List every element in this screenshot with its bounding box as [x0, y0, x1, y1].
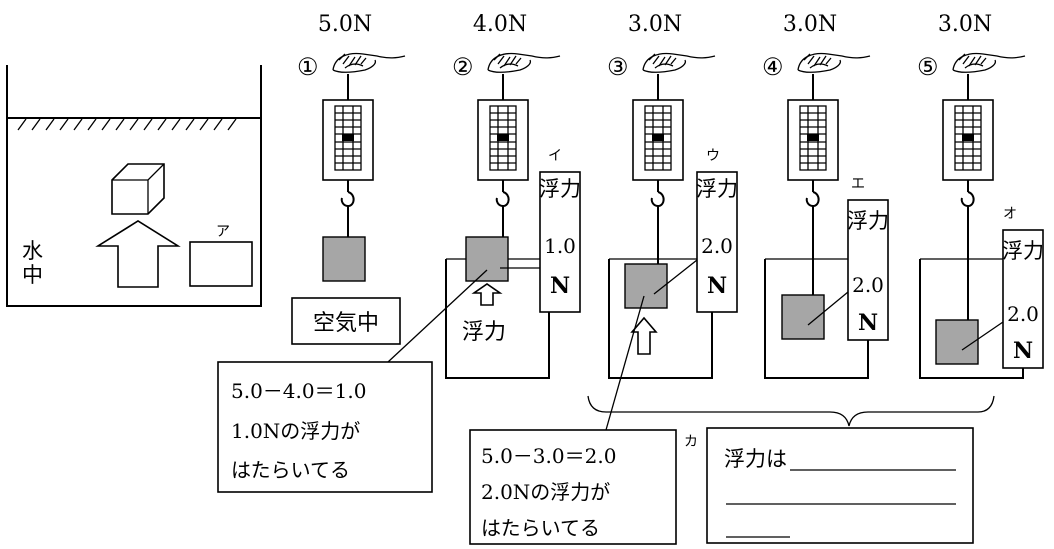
marker-5: ⑤ — [917, 53, 939, 81]
answer-box-a — [189, 241, 253, 287]
force-box — [847, 199, 889, 341]
hand-icon — [952, 52, 1026, 73]
calc-line: 5.0－4.0＝1.0 — [231, 379, 366, 403]
reading-4: 3.0N — [783, 12, 837, 37]
weight-block — [322, 236, 366, 282]
up-arrow-icon — [471, 283, 503, 306]
spring-scale-icon — [787, 99, 839, 207]
label-box — [291, 297, 401, 345]
force-unit: N — [858, 310, 878, 336]
reading-1: 5.0N — [318, 12, 372, 37]
readings-row: 5.0N 4.0N 3.0N 3.0N 3.0N — [318, 12, 992, 37]
letter-u: ウ — [706, 148, 720, 164]
up-arrow-icon — [630, 316, 658, 355]
calc-line: 2.0Nの浮力が — [481, 480, 610, 504]
force-label-1: 浮力 — [847, 209, 889, 233]
reading-3: 3.0N — [628, 12, 682, 37]
letter-ka: カ — [684, 434, 698, 450]
calc-line: 5.0－3.0＝2.0 — [481, 444, 616, 468]
spring-scale-icon — [942, 99, 994, 207]
force-label-1: 浮力 — [539, 177, 581, 201]
buoyancy-label: 浮力 — [462, 320, 506, 345]
force-value: 2.0 — [852, 273, 884, 297]
calc-box — [469, 429, 677, 545]
force-unit: N — [707, 273, 727, 299]
curly-brace — [587, 395, 995, 427]
step-1: 空気中 — [291, 205, 401, 345]
water-tank: ア 水 中 — [6, 65, 262, 307]
letter-e: エ — [851, 176, 865, 192]
calc-line: はたらいてる — [481, 516, 600, 540]
letter-a: ア — [216, 224, 230, 240]
hand-icon — [332, 52, 406, 73]
air-label: 空気中 — [313, 311, 379, 336]
force-value: 2.0 — [1007, 302, 1039, 326]
marker-2: ② — [452, 53, 474, 81]
force-label-1: 浮力 — [696, 177, 738, 201]
calc-line: はたらいてる — [231, 458, 350, 482]
calc-box — [217, 361, 433, 493]
spring-scale-icon — [322, 99, 374, 207]
hand-icon — [487, 52, 561, 73]
force-box — [539, 171, 581, 313]
cube-shape — [111, 163, 165, 215]
marker-1: ① — [297, 53, 319, 81]
step-markers: ① ② ③ ④ ⑤ — [297, 53, 939, 81]
force-box — [696, 171, 738, 313]
force-value: 2.0 — [701, 234, 733, 258]
spring-scale-icon — [477, 99, 529, 207]
spring-scale-icon — [632, 99, 684, 207]
weight-block — [465, 236, 509, 282]
step-3: ウ 浮力 2.0 N 5.0－3.0＝2.0 2.0Nの浮力が はたらいてる — [469, 148, 738, 545]
force-box — [1002, 229, 1044, 369]
force-unit: N — [550, 273, 570, 299]
calc-line: 1.0Nの浮力が — [231, 419, 360, 443]
hand-icon — [797, 52, 871, 73]
reading-2: 4.0N — [473, 12, 527, 37]
tank-label-1: 水 — [22, 239, 43, 263]
weight-block — [624, 263, 668, 309]
step-5: オ 浮力 2.0 N — [919, 205, 1044, 379]
water-surface-hatching — [17, 118, 237, 131]
force-unit: N — [1013, 338, 1033, 364]
force-label-1: 浮力 — [1002, 239, 1044, 263]
letter-i: イ — [548, 148, 562, 164]
step-2: 浮力 イ 浮力 1.0 N 5.0－4.0＝1.0 1.0Nの浮力が はたらいて… — [217, 148, 581, 493]
marker-4: ④ — [762, 53, 784, 81]
force-value: 1.0 — [544, 234, 576, 258]
letter-o: オ — [1003, 206, 1017, 222]
answer-text: 浮力は — [724, 447, 787, 471]
tank-label-2: 中 — [22, 263, 43, 287]
answer-box — [706, 427, 974, 544]
marker-3: ③ — [607, 53, 629, 81]
hand-icon — [642, 52, 716, 73]
up-arrow-icon — [95, 220, 181, 288]
step-4: エ 浮力 2.0 N — [764, 176, 889, 379]
reading-5: 3.0N — [938, 12, 992, 37]
weight-block — [935, 319, 979, 365]
